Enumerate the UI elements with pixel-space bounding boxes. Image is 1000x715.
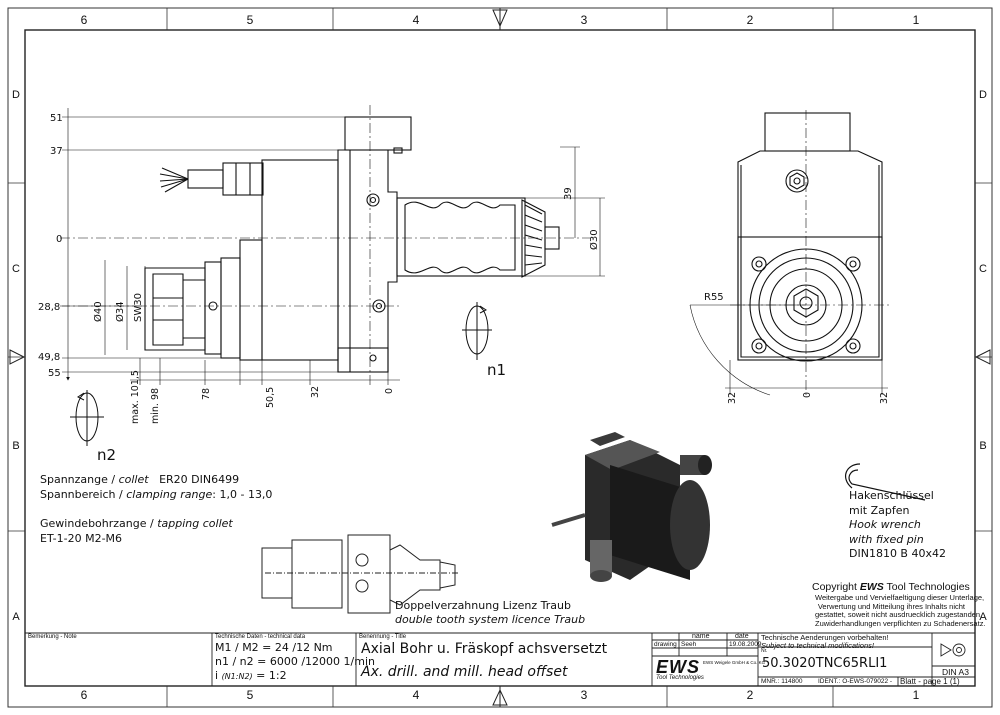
rotation-symbols: [70, 302, 492, 446]
col-label: 3: [581, 688, 588, 702]
col-label: 5: [247, 688, 254, 702]
dim-label: max. 101,5: [130, 370, 141, 424]
col-label: 6: [81, 13, 88, 27]
sheet: Blatt - page 1 (1): [900, 677, 960, 686]
centering-marks: [9, 8, 991, 707]
dim-label: 0: [384, 388, 395, 394]
company-sub: Tool Technologies: [656, 675, 704, 681]
col-label: 5: [247, 13, 254, 27]
dim-label: 28,8: [38, 302, 60, 313]
collet-note: Spannzange / collet ER20 DIN6499: [40, 473, 240, 486]
double-tooth-note-en: double tooth system licence Traub: [395, 613, 586, 626]
title-en: Ax. drill. and mill. head offset: [361, 664, 568, 680]
dim-label: Ø40: [92, 301, 104, 322]
col-label: 2: [747, 13, 754, 27]
nr-label: Nr.: [761, 648, 768, 654]
dim-label: Ø30: [588, 229, 600, 250]
dimension-lines: [62, 108, 605, 385]
copyright-text: Weitergabe und Vervielfaeltigung dieser …: [815, 593, 986, 628]
tech-torque: M1 / M2 = 24 /12 Nm: [215, 641, 333, 654]
clamping-range-note: Spannbereich / clamping range: 1,0 - 13,…: [40, 488, 273, 501]
company-address: EWS Weigele GmbH & Co. KG: [703, 660, 766, 665]
dim-label: SW30: [133, 293, 144, 322]
tech-data-label: Technische Daten - technical data: [215, 634, 306, 640]
r55-label: R55: [704, 292, 724, 303]
section-sketch: [261, 534, 460, 614]
remark-label: Bemerkung - Note: [28, 634, 77, 640]
dim-label: 51: [50, 113, 63, 124]
n1-label: n1: [487, 361, 506, 379]
dim-label: 49,8: [38, 352, 60, 363]
wrench-note-en2: with fixed pin: [849, 533, 924, 546]
end-view: [737, 112, 883, 362]
drawing-date: 19.08.2009: [729, 641, 762, 648]
left-dimension-labels: 51 37 0 28,8 49,8 55 Ø40 Ø34 SW30 max. 1…: [38, 113, 600, 424]
col-label: 3: [581, 13, 588, 27]
dim-label: 32: [727, 392, 738, 404]
col-label: 2: [747, 688, 754, 702]
dim-label: 50,5: [265, 387, 276, 408]
mnr: MNR.: 114800: [761, 678, 803, 685]
dim-label: 78: [201, 388, 212, 400]
name-col: name: [692, 633, 710, 640]
dim-label: Ø34: [114, 301, 126, 322]
title-block: [25, 632, 975, 686]
wrench-din: DIN1810 B 40x42: [849, 547, 946, 560]
centerlines: [60, 105, 590, 385]
zone-labels: 6 5 4 3 2 1 6 5 4 3 2 1 D C B A D C B A: [12, 13, 987, 702]
changes-en: Subject to technical modifications!: [761, 641, 874, 650]
dim-label: 0: [802, 392, 813, 398]
date-col: date: [735, 633, 749, 640]
col-label: 4: [413, 688, 420, 702]
tech-ratio: i (N1:N2) = 1:2: [215, 669, 287, 682]
copyright: Copyright EWS Tool Technologies: [812, 581, 970, 593]
company-logo: EWS: [656, 657, 701, 677]
row-label: B: [12, 440, 19, 452]
wrench-note-de2: mit Zapfen: [849, 504, 910, 517]
hook-wrench-icon: [844, 463, 926, 501]
iso-render: [551, 432, 712, 582]
col-label: 4: [413, 13, 420, 27]
title-label: Benennung - Title: [359, 634, 407, 640]
dim-label: 39: [563, 187, 574, 200]
tapping-collet-note: Gewindebohrzange / tapping collet: [40, 517, 233, 530]
dim-label: 37: [50, 146, 63, 157]
row-label: D: [12, 89, 20, 101]
drawing-name: Seeh: [681, 641, 697, 648]
side-view: [144, 116, 560, 373]
ident: IDENT.: O-EWS-079022 -: [818, 678, 893, 685]
wrench-note-en1: Hook wrench: [849, 518, 921, 531]
col-label: 1: [913, 688, 920, 702]
row-label: C: [979, 263, 987, 275]
row-label: A: [979, 611, 987, 623]
dim-label: 32: [310, 386, 321, 398]
title-de: Axial Bohr u. Fräskopf achsversetzt: [361, 641, 608, 657]
dim-label: 32: [879, 392, 890, 404]
part-number: 50.3020TNC65RLI1: [762, 656, 888, 671]
wrench-note-de1: Hakenschlüssel: [849, 489, 934, 502]
row-label: A: [12, 611, 20, 623]
double-tooth-note: Doppelverzahnung Lizenz Traub: [395, 599, 571, 612]
paper-size: DIN A3: [942, 667, 969, 677]
end-view-dims: [689, 110, 890, 396]
dim-label: min. 98: [150, 388, 161, 424]
drawing-label: drawing: [654, 641, 677, 648]
tech-speed: n1 / n2 = 6000 /12000 1/min: [215, 655, 375, 668]
n2-label: n2: [97, 446, 116, 464]
dim-label: 0: [56, 234, 62, 245]
changes-de: Technische Aenderungen vorbehalten!: [761, 633, 889, 642]
row-label: C: [12, 263, 20, 275]
tapping-collet-value: ET-1-20 M2-M6: [40, 532, 123, 545]
row-label: B: [979, 440, 986, 452]
col-label: 6: [81, 688, 88, 702]
col-label: 1: [913, 13, 920, 27]
row-label: D: [979, 89, 987, 101]
dim-label: 55: [48, 368, 61, 379]
